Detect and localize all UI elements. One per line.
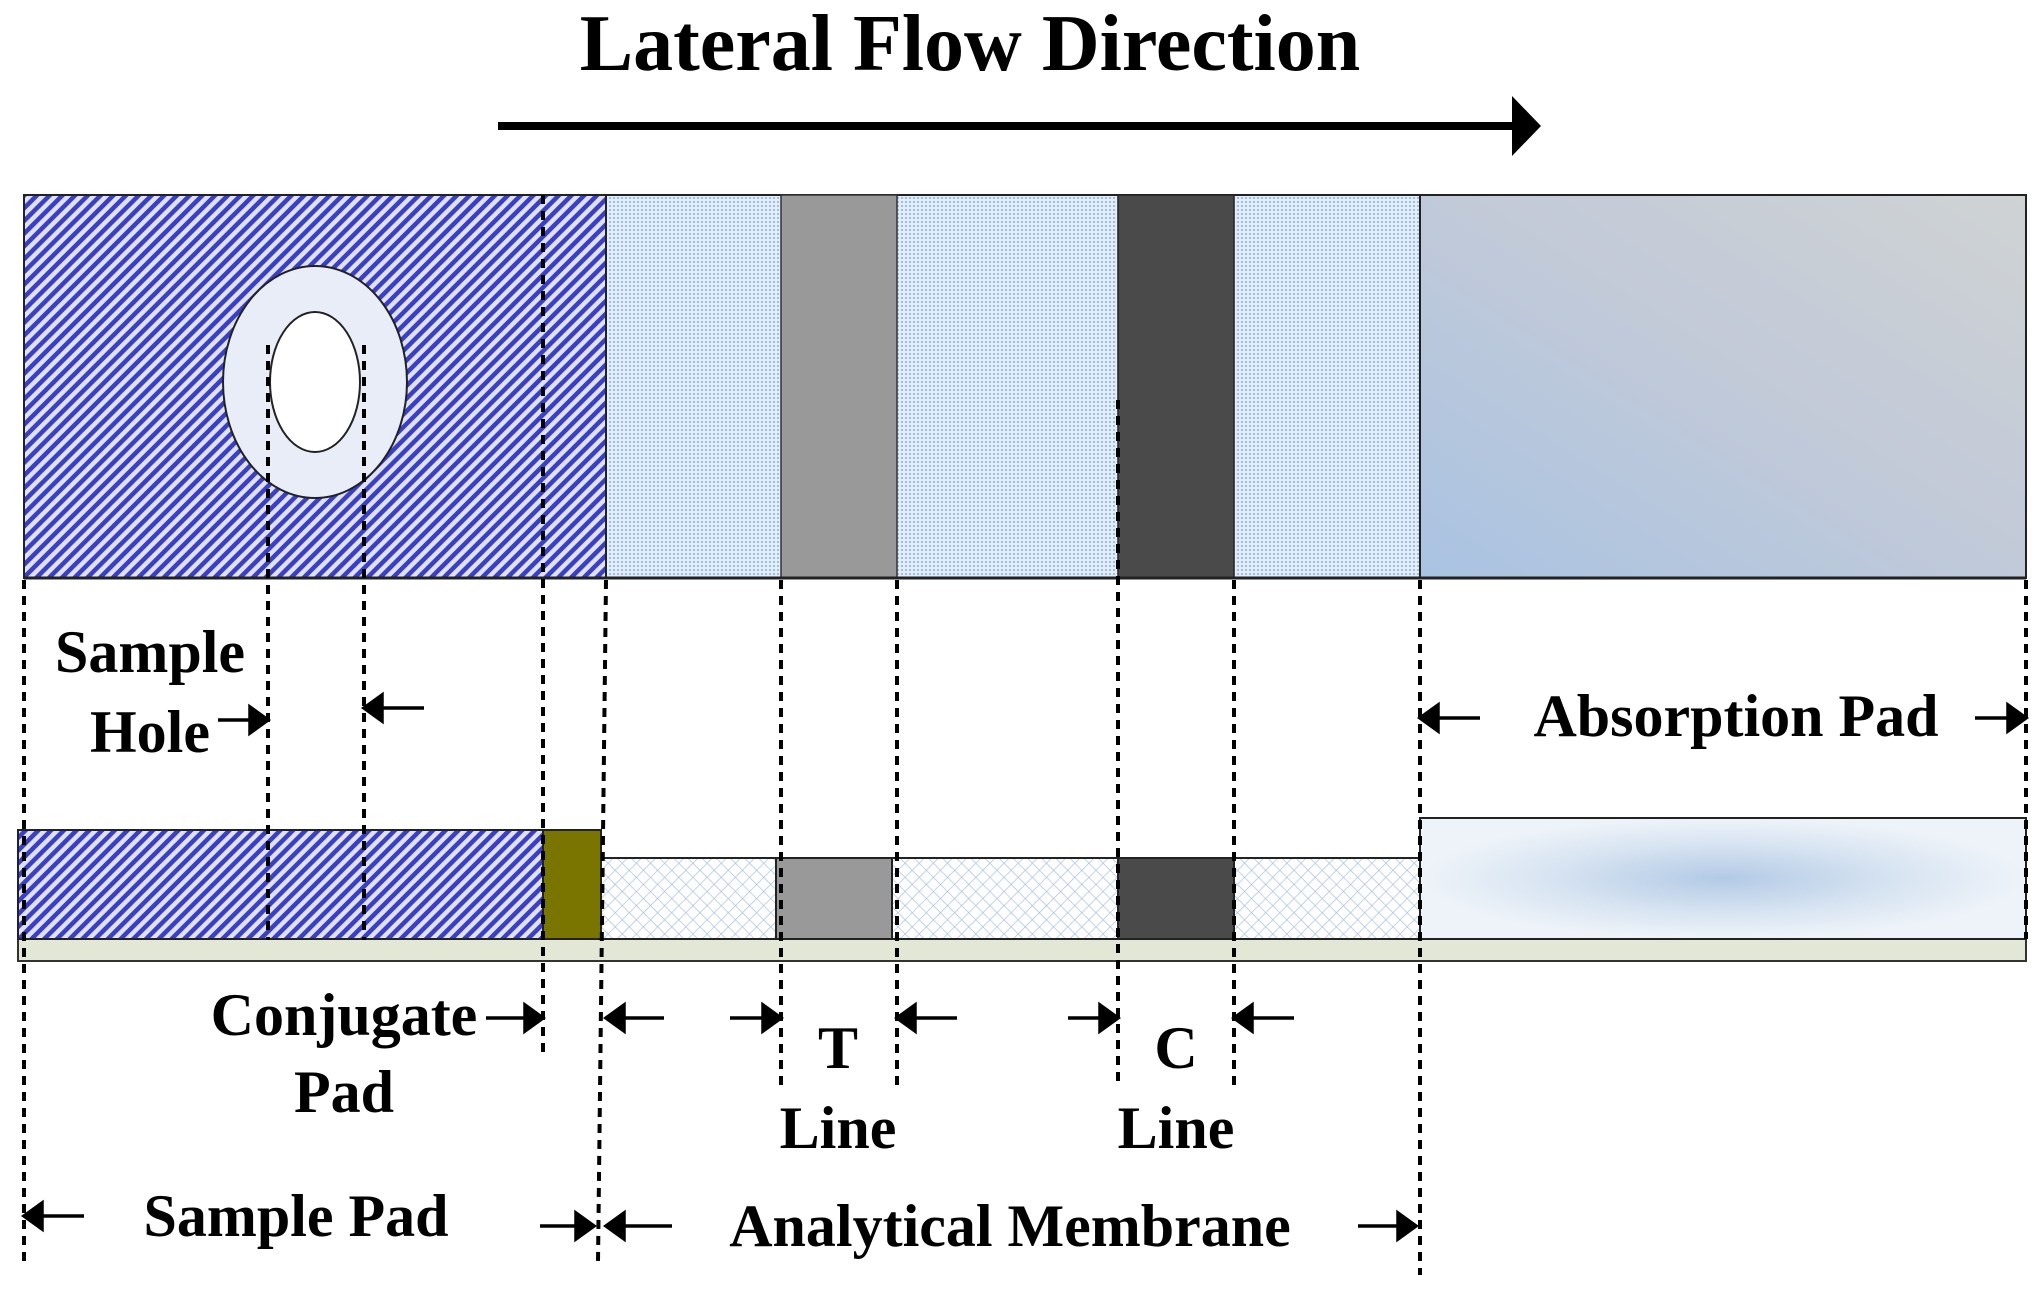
label-analytical-membrane: Analytical Membrane xyxy=(729,1193,1291,1259)
dimension-arrows xyxy=(21,691,2029,1243)
label-absorption-pad: Absorption Pad xyxy=(1533,683,1938,749)
absorption-pad-top xyxy=(1419,194,2027,579)
sample-pad-side xyxy=(17,829,544,940)
c-line-side xyxy=(1117,857,1235,940)
t-line-top xyxy=(780,194,898,579)
label-c-line-line2: Line xyxy=(1118,1095,1235,1161)
flow-direction-arrow xyxy=(498,96,1541,156)
guide-lines xyxy=(22,195,2028,1275)
label-conjugate-pad-line2: Pad xyxy=(294,1059,394,1125)
t-line-side xyxy=(775,857,893,940)
label-t-line-line2: Line xyxy=(780,1095,897,1161)
diagram-title: Lateral Flow Direction xyxy=(580,0,1361,88)
membrane-side xyxy=(600,857,1462,940)
label-sample-hole-line1: Sample xyxy=(55,619,245,685)
label-t-line-line1: T xyxy=(818,1015,858,1081)
label-c-line-line1: C xyxy=(1154,1015,1197,1081)
absorption-pad-side xyxy=(1419,817,2027,940)
membrane-top xyxy=(605,194,1421,579)
c-line-top xyxy=(1117,194,1235,579)
strip-top-view xyxy=(23,194,2027,580)
label-sample-hole-line2: Hole xyxy=(90,699,210,765)
label-conjugate-pad-line1: Conjugate xyxy=(211,982,478,1048)
strip-side-view xyxy=(17,817,2027,962)
sample-hole xyxy=(269,311,361,453)
label-sample-pad: Sample Pad xyxy=(143,1183,448,1249)
conjugate-pad-side xyxy=(542,829,602,940)
backing-card xyxy=(17,938,2027,962)
